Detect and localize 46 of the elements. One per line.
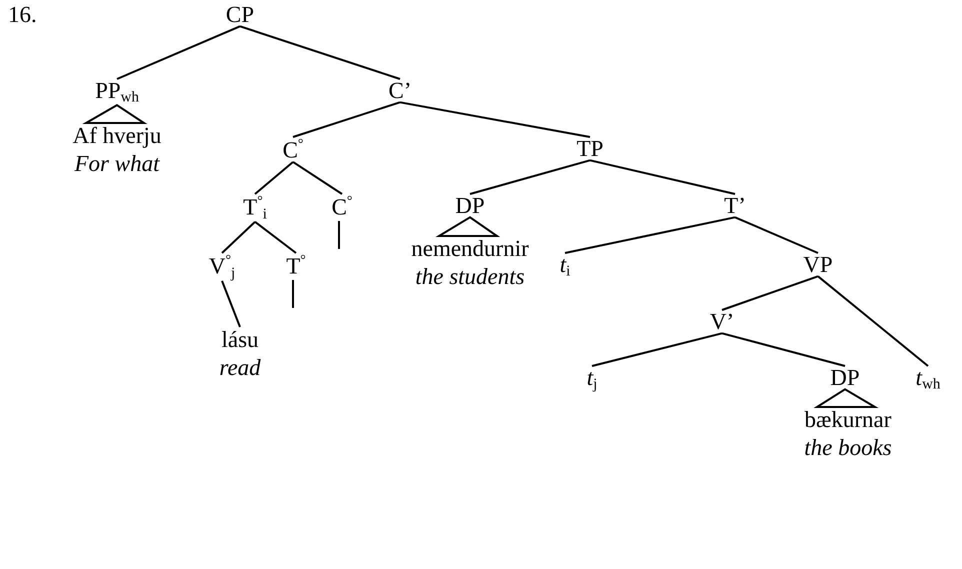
tree-label: C’: [388, 78, 412, 104]
gloss-text: the books: [804, 434, 892, 462]
word-text: bækurnar: [804, 406, 892, 434]
tree-label: t$_{i}$: [560, 252, 570, 280]
branch-line: [292, 101, 400, 138]
gloss-text: read: [219, 354, 261, 382]
tree-label: t$_{j}$: [586, 365, 598, 394]
gloss-text: For what: [73, 150, 161, 178]
tree-label: t$_{wh}$: [916, 365, 940, 394]
branch-line: [592, 332, 722, 367]
branch-line: [400, 101, 590, 138]
branch-line: [292, 280, 294, 308]
triangle-branch: [814, 388, 879, 408]
word-text: nemendurnir: [411, 235, 529, 263]
tree-label: T$^{°}$: [286, 252, 306, 279]
branch-line: [221, 280, 241, 328]
branch-line: [292, 161, 343, 195]
tree-label: CP: [226, 2, 254, 28]
triangle-branch: [82, 104, 148, 124]
branch-line: [470, 159, 590, 195]
example-number: 16.: [8, 2, 37, 28]
branch-line: [734, 216, 818, 254]
tree-label: DP: [455, 193, 485, 218]
branch-line: [722, 332, 846, 367]
branch-line: [254, 161, 294, 195]
branch-line: [564, 216, 736, 254]
branch-line: [722, 275, 818, 311]
branch-line: [221, 221, 256, 254]
branch-line: [817, 276, 929, 367]
branch-line: [116, 25, 240, 80]
tree-label: VP: [803, 252, 833, 278]
word-text: lásu: [220, 326, 260, 354]
branch-line: [590, 159, 736, 195]
tree-label: C$^{°}$: [332, 193, 352, 220]
branch-line: [254, 221, 297, 254]
branch-line: [240, 25, 400, 80]
tree-label: DP: [830, 365, 860, 390]
branch-line: [338, 220, 340, 249]
tree-label: V’: [710, 309, 734, 334]
tree-label: PP$_{wh}$: [95, 78, 139, 106]
word-text: Af hverju: [72, 122, 162, 150]
triangle-branch: [435, 216, 500, 237]
tree-label: T’: [724, 193, 746, 218]
gloss-text: the students: [414, 262, 526, 290]
tree-label: C$^{°}$: [282, 136, 304, 163]
tree-label: TP: [576, 136, 604, 162]
